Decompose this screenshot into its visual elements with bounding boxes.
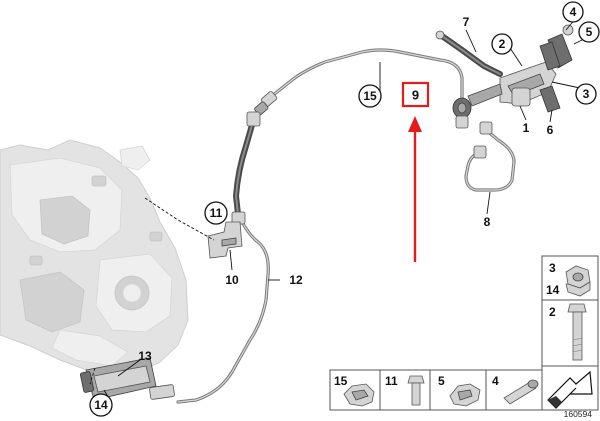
svg-text:3: 3 [583, 87, 590, 101]
svg-text:2: 2 [499, 37, 506, 51]
hex-bolt-icon [567, 303, 587, 361]
callout-3[interactable]: 3 [575, 83, 597, 105]
callout-5[interactable]: 5 [578, 21, 600, 43]
hardware-cell-more[interactable] [547, 370, 593, 409]
svg-text:7: 7 [463, 15, 470, 29]
leader-lines [89, 17, 587, 401]
hardware-grid [329, 255, 599, 411]
hose-bracket [207, 221, 243, 259]
clutch-slave-cylinder [80, 357, 175, 401]
gearbox-housing [0, 139, 189, 377]
callout-13[interactable]: 13 [138, 349, 152, 363]
callout-6[interactable]: 6 [547, 123, 554, 137]
svg-text:5: 5 [438, 374, 445, 388]
callout-11[interactable]: 11 [204, 201, 228, 225]
hardware-cell-bolt[interactable]: 2 [549, 303, 587, 361]
clevis-pin-icon [503, 379, 539, 405]
flexible-hose [231, 111, 261, 225]
hardware-cell-clip-5[interactable]: 5 [438, 374, 481, 407]
svg-text:6: 6 [547, 123, 554, 137]
hardware-cell-clip-15[interactable]: 15 [334, 374, 375, 407]
highlight-arrow [408, 116, 422, 262]
reference-number: 160594 [564, 409, 593, 419]
svg-text:8: 8 [484, 215, 491, 229]
svg-text:2: 2 [549, 305, 556, 319]
svg-text:12: 12 [289, 273, 303, 287]
spring-clip-icon [343, 383, 375, 407]
clutch-pipe-line [176, 48, 464, 404]
callout-12[interactable]: 12 [289, 273, 303, 287]
callout-2[interactable]: 2 [491, 33, 513, 55]
next-page-arrow-icon [547, 370, 593, 409]
callout-15[interactable]: 15 [358, 84, 382, 108]
hex-nut-icon [565, 265, 591, 297]
callout-1[interactable]: 1 [523, 121, 530, 135]
svg-text:9: 9 [412, 88, 419, 103]
callout-9-highlighted[interactable]: 9 [401, 81, 430, 108]
pressure-pipe-loop [464, 121, 516, 192]
svg-text:4: 4 [492, 374, 499, 388]
svg-text:15: 15 [334, 374, 348, 388]
svg-text:3: 3 [549, 261, 556, 275]
svg-text:11: 11 [385, 374, 398, 388]
callout-8[interactable]: 8 [484, 215, 491, 229]
callout-14[interactable]: 14 [89, 393, 113, 417]
retaining-clip-icon [449, 383, 481, 407]
retaining-pin [539, 85, 561, 113]
svg-text:14: 14 [546, 283, 560, 297]
svg-text:15: 15 [363, 89, 377, 103]
svg-text:10: 10 [225, 273, 239, 287]
svg-text:14: 14 [94, 398, 108, 412]
svg-text:13: 13 [138, 349, 152, 363]
hardware-cell-nut[interactable]: 3 14 [546, 261, 591, 297]
supply-hose [435, 30, 503, 77]
callout-7[interactable]: 7 [463, 15, 470, 29]
callout-10[interactable]: 10 [225, 273, 239, 287]
hardware-cell-pin-4[interactable]: 4 [492, 374, 539, 405]
svg-text:5: 5 [586, 25, 593, 39]
svg-text:1: 1 [523, 121, 530, 135]
callout-4[interactable]: 4 [562, 1, 584, 23]
svg-text:4: 4 [570, 5, 577, 19]
hardware-cell-bolt-11[interactable]: 11 [385, 374, 425, 406]
short-bolt-icon [407, 375, 425, 406]
svg-text:11: 11 [210, 206, 223, 220]
